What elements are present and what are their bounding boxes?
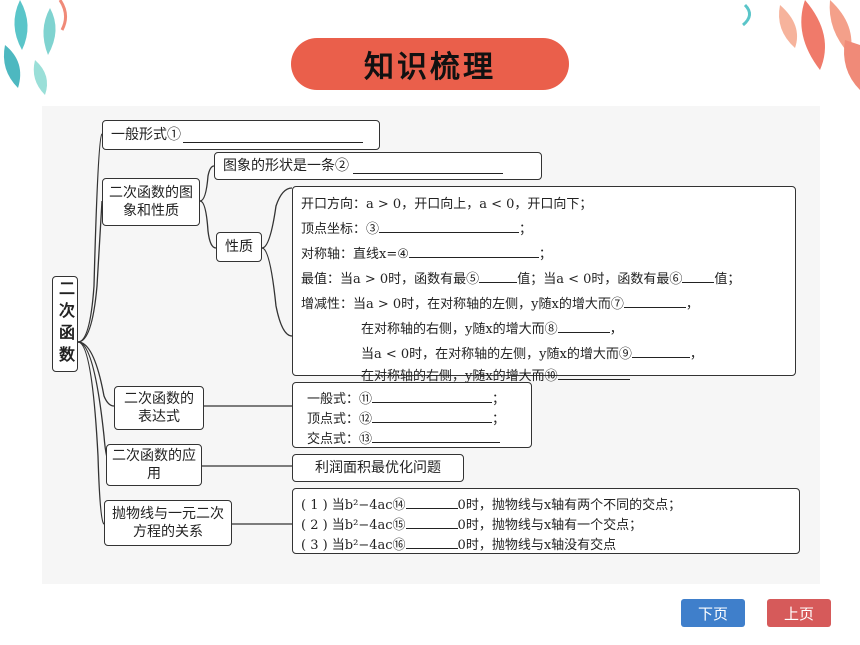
branch-general-form: 一般形式①: [102, 120, 380, 150]
properties-node: 性质: [216, 232, 262, 262]
application-label: 二次函数的应用: [112, 448, 196, 482]
shape-node: 图象的形状是一条②: [214, 152, 542, 180]
answer-blank-1[interactable]: [183, 128, 363, 143]
answer-blank-2[interactable]: [353, 159, 503, 174]
answer-blank-6[interactable]: [682, 268, 715, 283]
connector-lines: [77, 133, 293, 525]
branch-expressions: 二次函数的表达式: [114, 386, 204, 430]
axis-line: 对称轴：直线x=④；: [301, 243, 552, 262]
expressions-detail-box: 一般式：⑪； 顶点式：⑫； 交点式：⑬: [292, 382, 532, 448]
expressions-label: 二次函数的表达式: [124, 391, 194, 425]
answer-blank-13[interactable]: [372, 428, 501, 443]
answer-blank-14[interactable]: [405, 494, 458, 509]
page-title: 知识梳理: [291, 38, 569, 90]
answer-blank-4[interactable]: [408, 243, 539, 258]
mono-line-2: 在对称轴的右侧，y随x的增大而⑧，: [361, 318, 623, 337]
properties-label: 性质: [225, 239, 253, 255]
root-node: 二次函数: [52, 276, 78, 372]
leaf-decoration-left-icon: [3, 0, 67, 95]
application-detail-box: 利润面积最优化问题: [292, 454, 464, 482]
equation-relation-label: 抛物线与一元二次方程的关系: [112, 506, 224, 540]
graph-props-label: 二次函数的图象和性质: [109, 185, 193, 219]
mind-map: 二次函数 一般形式① 二次函数的图象和性质 图象的形状是一条② 性质 开口方向：…: [42, 106, 820, 584]
vertex-expression: 顶点式：⑫；: [307, 408, 505, 427]
answer-blank-11[interactable]: [372, 388, 493, 403]
answer-blank-7[interactable]: [623, 293, 686, 308]
answer-blank-8[interactable]: [557, 318, 610, 333]
branch-equation-relation: 抛物线与一元二次方程的关系: [104, 500, 232, 546]
answer-blank-3[interactable]: [379, 218, 520, 233]
root-label: 二次函数: [56, 280, 75, 368]
branch-graph-props: 二次函数的图象和性质: [102, 178, 200, 226]
answer-blank-12[interactable]: [372, 408, 493, 423]
application-item: 利润面积最优化问题: [315, 460, 441, 476]
shape-label: 图象的形状是一条②: [223, 158, 349, 174]
vertex-line: 顶点坐标：③；: [301, 218, 532, 237]
next-page-button[interactable]: 下页: [681, 599, 745, 627]
answer-blank-10[interactable]: [557, 365, 630, 380]
properties-detail-box: 开口方向：a > 0，开口向上，a < 0，开口向下； 顶点坐标：③； 对称轴：…: [292, 186, 796, 384]
answer-blank-5[interactable]: [479, 268, 518, 283]
prev-page-button[interactable]: 上页: [767, 599, 831, 627]
branch-application: 二次函数的应用: [106, 444, 202, 486]
general-form-label: 一般形式①: [111, 127, 181, 143]
intercept-expression: 交点式：⑬: [307, 428, 501, 447]
mono-line-3: 当a < 0时，在对称轴的左侧，y随x的增大而⑨，: [361, 343, 703, 362]
general-expression: 一般式：⑪；: [307, 388, 505, 407]
answer-blank-9[interactable]: [631, 343, 690, 358]
opening-line: 开口方向：a > 0，开口向上，a < 0，开口向下；: [301, 197, 593, 212]
answer-blank-15[interactable]: [405, 514, 458, 529]
mono-line-4: 在对称轴的右侧，y随x的增大而⑩: [361, 365, 630, 384]
answer-blank-16[interactable]: [405, 534, 458, 549]
leaf-decoration-right-icon: [741, 0, 860, 90]
mono-line-1: 增减性：当a > 0时，在对称轴的左侧，y随x的增大而⑦，: [301, 293, 699, 312]
